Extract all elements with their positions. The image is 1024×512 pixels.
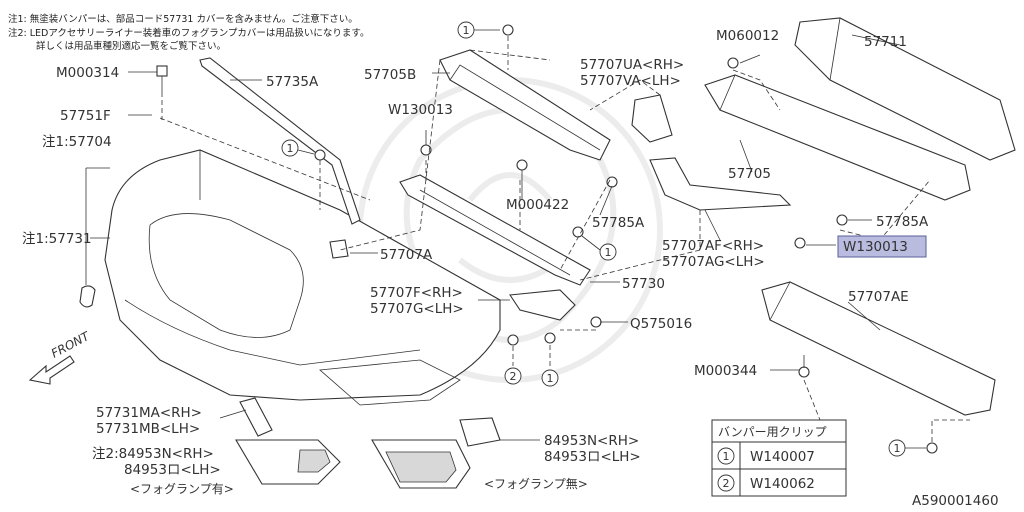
label-84953n-right: 84953N<RH> bbox=[544, 433, 639, 449]
bolt-m000314[interactable] bbox=[156, 65, 168, 92]
clip-w140007-top[interactable] bbox=[502, 24, 514, 36]
svg-text:1: 1 bbox=[605, 246, 612, 259]
clip-legend-table: バンパー用クリップ 1 W140007 2 W140062 bbox=[711, 419, 847, 497]
bracket-57707f[interactable] bbox=[509, 289, 576, 321]
svg-text:1: 1 bbox=[463, 24, 470, 37]
label-57731: 注1:57731 bbox=[22, 231, 92, 247]
label-q575016: Q575016 bbox=[630, 316, 692, 332]
absorber-57711[interactable] bbox=[794, 17, 1016, 161]
bar-57730[interactable] bbox=[399, 174, 591, 286]
note-1: 注1: 無塗装バンパーは、部品コード57731 カバーを含みません。ご注意下さい… bbox=[8, 13, 358, 25]
label-m000422: M000422 bbox=[506, 197, 569, 213]
callout-1-top-center: 1 bbox=[457, 21, 500, 39]
clip-w140007-bottom-right[interactable] bbox=[926, 442, 938, 454]
label-57785a-mid: 57785A bbox=[592, 215, 645, 231]
callout-1-bumper: 1 bbox=[281, 139, 315, 157]
clip-w130013-top[interactable] bbox=[420, 130, 432, 156]
callout-1-lower: 1 bbox=[541, 369, 559, 387]
clip-w130013-right[interactable] bbox=[794, 237, 806, 249]
label-w130013-highlight: W130013 bbox=[843, 239, 908, 255]
label-fog-with: <フォグランプ有> bbox=[130, 482, 234, 496]
label-m000344: M000344 bbox=[694, 363, 757, 379]
note-2-detail: 詳しくは用品車種別適応一覧をご覧下さい。 bbox=[36, 40, 226, 52]
label-57705: 57705 bbox=[728, 166, 771, 182]
clip-w140007-bumper[interactable] bbox=[314, 149, 326, 161]
label-m000314: M000314 bbox=[56, 65, 119, 81]
screw-57785a-right[interactable] bbox=[836, 214, 848, 226]
bracket-57707af[interactable] bbox=[649, 157, 792, 211]
screw-m000422[interactable] bbox=[516, 159, 528, 195]
svg-text:2: 2 bbox=[510, 370, 517, 383]
callout-1-57730: 1 bbox=[581, 235, 617, 261]
strip-57735a[interactable] bbox=[199, 57, 361, 225]
label-57731mb: 57731MB<LH> bbox=[96, 421, 200, 437]
trim-57731ma[interactable] bbox=[239, 397, 273, 437]
label-57707g: 57707G<LH> bbox=[370, 301, 464, 317]
clip-w140007-lower[interactable] bbox=[544, 332, 556, 344]
bolt-m000344[interactable] bbox=[798, 355, 810, 378]
leader-lines bbox=[85, 34, 901, 441]
callout-1-bottom-right: 1 bbox=[888, 439, 926, 457]
label-front: FRONT bbox=[49, 328, 93, 360]
label-57707a: 57707A bbox=[380, 247, 433, 263]
bracket-57707ae[interactable] bbox=[761, 281, 996, 416]
label-57707ae: 57707AE bbox=[848, 289, 909, 305]
clip-row-2-num: 2 bbox=[723, 477, 730, 490]
beam-57705[interactable] bbox=[704, 74, 971, 201]
fog-cover-with-lamp[interactable] bbox=[235, 439, 341, 485]
clip-table-title: バンパー用クリップ bbox=[718, 425, 827, 439]
highlight-w130013[interactable]: W130013 bbox=[837, 235, 927, 258]
clip-row-2-code: W140062 bbox=[750, 476, 815, 492]
bracket-57707ua[interactable] bbox=[631, 94, 673, 143]
label-fog-without: <フォグランプ無> bbox=[484, 476, 588, 491]
diagram-code: A590001460 bbox=[912, 493, 999, 509]
label-57751f: 57751F bbox=[60, 108, 111, 124]
fog-cover-without-lamp[interactable] bbox=[371, 439, 471, 489]
clip-row-1-num: 1 bbox=[723, 450, 730, 463]
label-57707va: 57707VA<LH> bbox=[580, 73, 681, 89]
dashed-guides bbox=[159, 36, 970, 442]
label-57707ua: 57707UA<RH> bbox=[580, 57, 684, 73]
svg-text:1: 1 bbox=[287, 142, 294, 155]
label-84953n-left: 注2:84953N<RH> bbox=[92, 446, 214, 462]
label-57707ag: 57707AG<LH> bbox=[662, 254, 765, 270]
label-57730: 57730 bbox=[622, 276, 665, 292]
bolt-m060012[interactable] bbox=[727, 57, 739, 69]
label-57785a-right: 57785A bbox=[876, 214, 929, 230]
label-84953o-right: 84953ロ<LH> bbox=[544, 449, 641, 465]
label-84953o-left: 84953ロ<LH> bbox=[124, 462, 221, 478]
note-2: 注2: LEDアクセサリーライナー装着車のフォグランプカバーは用品扱いになります… bbox=[8, 27, 369, 39]
clip-57707a[interactable] bbox=[329, 239, 349, 259]
label-57707af: 57707AF<RH> bbox=[662, 238, 764, 254]
clip-row-1-code: W140007 bbox=[750, 449, 815, 465]
cover-57731[interactable] bbox=[79, 285, 96, 308]
label-57711: 57711 bbox=[864, 34, 907, 50]
callout-2-lower: 2 bbox=[504, 367, 522, 385]
bumper-cover-57704[interactable] bbox=[104, 149, 501, 406]
label-57704: 注1:57704 bbox=[42, 134, 112, 150]
bracket-84953n[interactable] bbox=[459, 417, 501, 447]
svg-text:1: 1 bbox=[894, 442, 901, 455]
clip-q575016[interactable] bbox=[590, 316, 602, 328]
front-arrow: FRONT bbox=[28, 328, 93, 385]
label-57731ma: 57731MA<RH> bbox=[96, 405, 202, 421]
label-57705b: 57705B bbox=[364, 67, 416, 83]
label-m060012: M060012 bbox=[716, 28, 779, 44]
label-57735a: 57735A bbox=[266, 74, 319, 90]
svg-text:1: 1 bbox=[547, 372, 554, 385]
label-57707f: 57707F<RH> bbox=[370, 285, 463, 301]
label-w130013-top: W130013 bbox=[388, 102, 453, 118]
clip-w140062[interactable] bbox=[507, 334, 519, 346]
